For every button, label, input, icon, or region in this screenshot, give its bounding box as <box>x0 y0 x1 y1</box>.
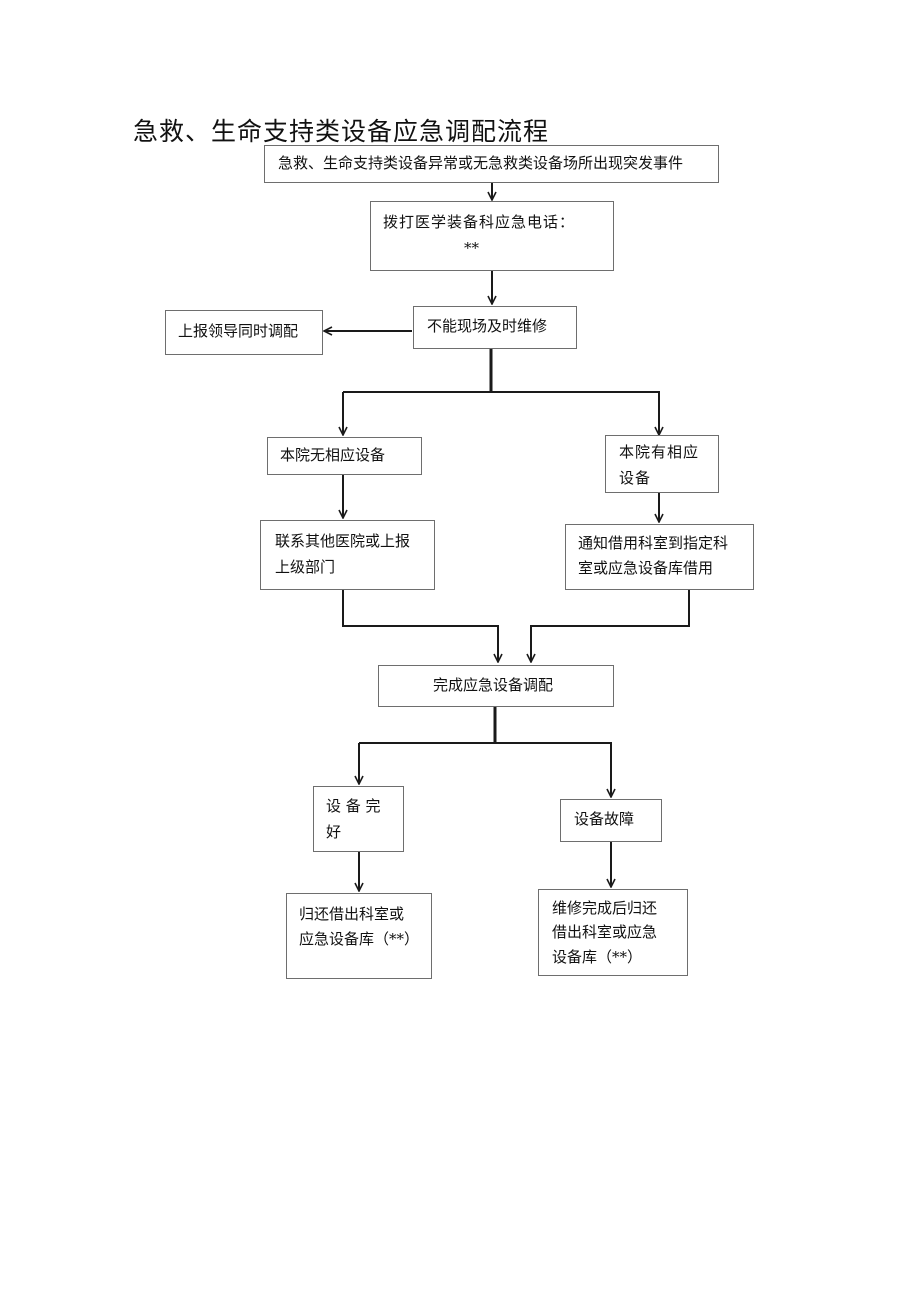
has-equipment-text-line2: 设备 <box>619 469 652 487</box>
repair-text-line3: 设备库（**） <box>552 948 643 966</box>
return-text-line1: 归还借出科室或 <box>299 905 405 923</box>
intact-box: 设 备 完 好 <box>313 786 404 852</box>
intact-text-line2: 好 <box>326 823 342 841</box>
repair-box: 维修完成后归还 借出科室或应急 设备库（**） <box>538 889 688 976</box>
report-leader-text: 上报领导同时调配 <box>178 322 299 340</box>
call-text-line2: ** <box>464 239 479 257</box>
no-equipment-text: 本院无相应设备 <box>280 446 386 464</box>
contact-text-line1: 联系其他医院或上报 <box>275 532 411 550</box>
has-equipment-box: 本院有相应 设备 <box>605 435 719 493</box>
fault-text: 设备故障 <box>574 810 635 828</box>
page-title: 急救、生命支持类设备应急调配流程 <box>133 117 550 146</box>
call-box: 拨打医学装备科应急电话： ** <box>370 201 614 271</box>
notify-box: 通知借用科室到指定科 室或应急设备库借用 <box>565 524 754 590</box>
complete-text: 完成应急设备调配 <box>433 676 554 694</box>
notify-text-line2: 室或应急设备库借用 <box>578 559 714 577</box>
return-box: 归还借出科室或 应急设备库（**） <box>286 893 432 979</box>
event-text: 急救、生命支持类设备异常或无急救类设备场所出现突发事件 <box>278 154 684 172</box>
notify-text-line1: 通知借用科室到指定科 <box>578 534 729 552</box>
event-box: 急救、生命支持类设备异常或无急救类设备场所出现突发事件 <box>264 145 719 183</box>
cannot-repair-text: 不能现场及时维修 <box>427 317 548 335</box>
cannot-repair-box: 不能现场及时维修 <box>413 306 577 349</box>
has-equipment-text-line1: 本院有相应 <box>619 443 700 461</box>
repair-text-line1: 维修完成后归还 <box>552 899 658 917</box>
contact-text-line2: 上级部门 <box>275 558 336 576</box>
return-text-line2: 应急设备库（**） <box>299 930 420 948</box>
report-leader-box: 上报领导同时调配 <box>165 310 323 355</box>
intact-text-line1: 设 备 完 <box>326 797 381 815</box>
repair-text-line2: 借出科室或应急 <box>552 923 658 941</box>
complete-box: 完成应急设备调配 <box>378 665 614 707</box>
call-text-line1: 拨打医学装备科应急电话： <box>383 213 576 231</box>
no-equipment-box: 本院无相应设备 <box>267 437 422 475</box>
contact-box: 联系其他医院或上报 上级部门 <box>260 520 435 590</box>
fault-box: 设备故障 <box>560 799 662 842</box>
